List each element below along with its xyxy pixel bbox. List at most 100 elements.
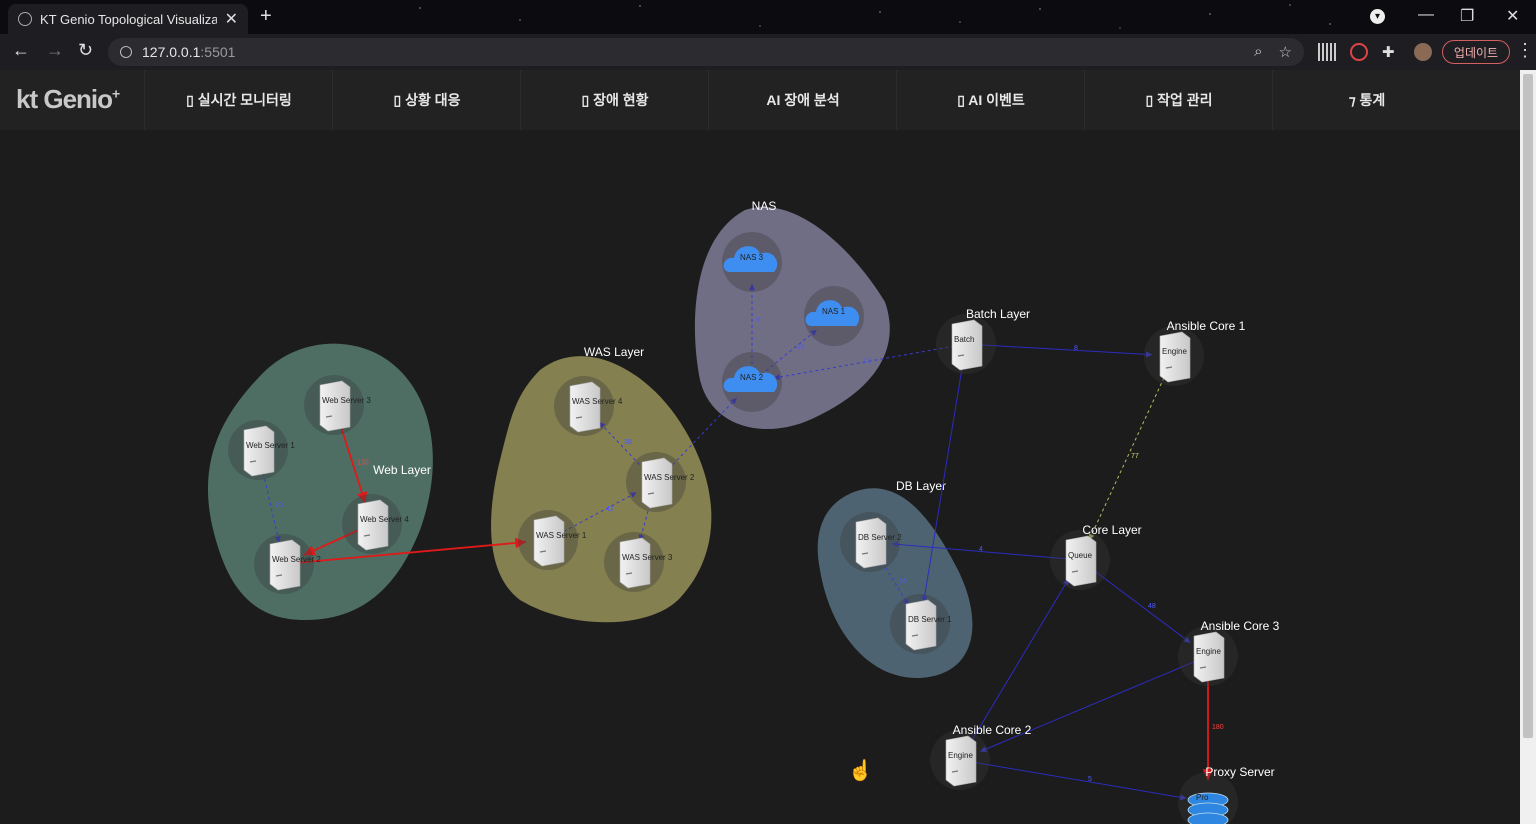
zoom-icon[interactable]: ⌕ <box>1254 43 1263 60</box>
node-was4[interactable]: WAS Server 4 <box>554 376 623 436</box>
node-sublabel: DB Server 2 <box>858 533 902 542</box>
edge-was2-was3[interactable] <box>638 481 657 541</box>
scrollbar-thumb[interactable] <box>1523 74 1533 738</box>
menu-situation-response[interactable]: ▯ 상황 대응 <box>332 70 521 130</box>
record-extension-icon[interactable] <box>1350 43 1368 61</box>
node-label: Ansible Core 3 <box>1201 619 1280 633</box>
edge-ac1-core[interactable] <box>1088 355 1175 541</box>
node-label: Core Layer <box>1082 523 1141 537</box>
edge-label: 9 <box>756 317 760 324</box>
close-tab-icon[interactable]: ✕ <box>224 11 238 28</box>
puzzle-extensions-icon[interactable]: ✚ <box>1382 44 1395 61</box>
back-icon[interactable]: ← <box>12 40 30 60</box>
edge-batch-ac1[interactable] <box>965 343 1153 358</box>
edge-ac2-core[interactable] <box>959 578 1070 761</box>
globe-icon <box>18 12 32 26</box>
node-db1[interactable]: DB Server 1 <box>890 594 952 654</box>
edge-label: 20 <box>275 502 283 509</box>
edge-label: 48 <box>1148 603 1156 610</box>
minimize-icon[interactable]: — <box>1418 6 1434 23</box>
edge-ac3-ac2[interactable] <box>980 655 1209 752</box>
node-sublabel: Batch <box>954 335 974 344</box>
node-was2[interactable]: WAS Server 2 <box>626 452 695 512</box>
web-layer-group[interactable] <box>207 343 433 620</box>
edge-ac2-proxy[interactable] <box>959 759 1187 801</box>
server-icon <box>569 381 601 433</box>
restore-icon[interactable]: ❐ <box>1460 8 1475 25</box>
browser-tab[interactable]: KT Genio Topological Visualizat ✕ <box>8 4 248 34</box>
new-tab-icon[interactable]: + <box>260 5 272 27</box>
node-sublabel: WAS Server 1 <box>536 531 587 540</box>
close-window-icon[interactable]: ✕ <box>1506 8 1520 25</box>
menu-statistics[interactable]: ⁊ 통계 <box>1272 70 1461 130</box>
edge-label: 8 <box>1074 345 1078 352</box>
node-label: Ansible Core 2 <box>953 723 1032 737</box>
server-slot <box>911 634 919 637</box>
server-slot <box>951 770 959 773</box>
page-scrollbar[interactable] <box>1520 70 1536 824</box>
forward-icon[interactable]: → <box>46 40 64 60</box>
edge-label: 12 <box>863 358 871 365</box>
app-navbar: kt Genio+ ▯ 실시간 모니터링 ▯ 상황 대응 ▯ 장애 현황 AI … <box>0 70 1520 130</box>
node-sublabel: Web Server 1 <box>246 441 295 450</box>
menu-ai-events[interactable]: ▯ AI 이벤트 <box>896 70 1085 130</box>
menu-incident-status[interactable]: ▯ 장애 현황 <box>520 70 709 130</box>
server-slot <box>575 416 583 419</box>
node-was1[interactable]: WAS Server 1 <box>518 510 587 570</box>
db-group-label: DB Layer <box>896 479 946 493</box>
kt-genio-logo[interactable]: kt Genio+ <box>16 84 120 114</box>
chevron-down-icon[interactable]: ▾ <box>1370 9 1385 24</box>
menu-ai-incident-analysis[interactable]: AI 장애 분석 <box>708 70 897 130</box>
server-slot <box>957 354 965 357</box>
node-core[interactable]: Queue Core Layer <box>1050 523 1142 590</box>
edge-was1-was2[interactable] <box>547 491 637 541</box>
server-icon <box>1193 631 1225 683</box>
web-group-label: Web Layer <box>373 463 431 477</box>
tab-title: KT Genio Topological Visualizat <box>40 11 217 27</box>
node-was3[interactable]: WAS Server 3 <box>604 532 673 592</box>
node-web3[interactable]: Web Server 3 <box>304 375 371 435</box>
server-icon <box>945 735 977 787</box>
edge-core-ac3[interactable] <box>1079 559 1191 644</box>
edge-batch-nas2[interactable] <box>773 343 967 381</box>
node-web2[interactable]: Web Server 2 <box>254 534 321 594</box>
reload-icon[interactable]: ↻ <box>78 40 94 60</box>
edge-web1-web2[interactable] <box>257 449 281 543</box>
edge-batch-db1[interactable] <box>921 343 967 603</box>
barcode-extension-icon[interactable] <box>1318 43 1336 61</box>
node-sublabel: Pro <box>1196 793 1209 802</box>
avatar[interactable] <box>1414 43 1432 61</box>
node-sublabel: WAS Server 2 <box>644 473 695 482</box>
node-nas3[interactable]: NAS 3 <box>722 232 782 292</box>
server-slot <box>325 415 333 418</box>
address-bar[interactable]: 127.0.0.1 :5501 ⌕ ☆ <box>108 38 1304 66</box>
edge-label: 77 <box>1131 453 1139 460</box>
node-nas1[interactable]: NAS 1 <box>804 286 864 346</box>
site-info-icon[interactable] <box>120 46 132 58</box>
edge-label: 42 <box>606 506 614 513</box>
node-web4[interactable]: Web Server 4 <box>342 494 409 554</box>
server-slot <box>625 572 633 575</box>
menu-realtime-monitoring[interactable]: ▯ 실시간 모니터링 <box>144 70 333 130</box>
node-sublabel: Queue <box>1068 551 1093 560</box>
more-menu-icon[interactable]: ⋮ <box>1516 40 1534 60</box>
edge-core-db2[interactable] <box>891 541 1081 561</box>
cloud-icon <box>723 366 778 392</box>
bookmark-star-icon[interactable]: ☆ <box>1278 44 1292 61</box>
url-host: 127.0.0.1 <box>142 44 201 60</box>
edge-label: 180 <box>1212 724 1224 731</box>
hand-cursor-icon: ☝ <box>848 760 873 782</box>
update-button[interactable]: 업데이트 <box>1442 40 1510 64</box>
node-nas2[interactable]: NAS 2 <box>722 352 782 412</box>
menu-task-management[interactable]: ▯ 작업 관리 <box>1084 70 1273 130</box>
node-web1[interactable]: Web Server 1 <box>228 420 295 480</box>
edge-web2-was1[interactable] <box>283 537 527 565</box>
server-slot <box>1071 570 1079 573</box>
node-db2[interactable]: DB Server 2 <box>840 512 902 572</box>
